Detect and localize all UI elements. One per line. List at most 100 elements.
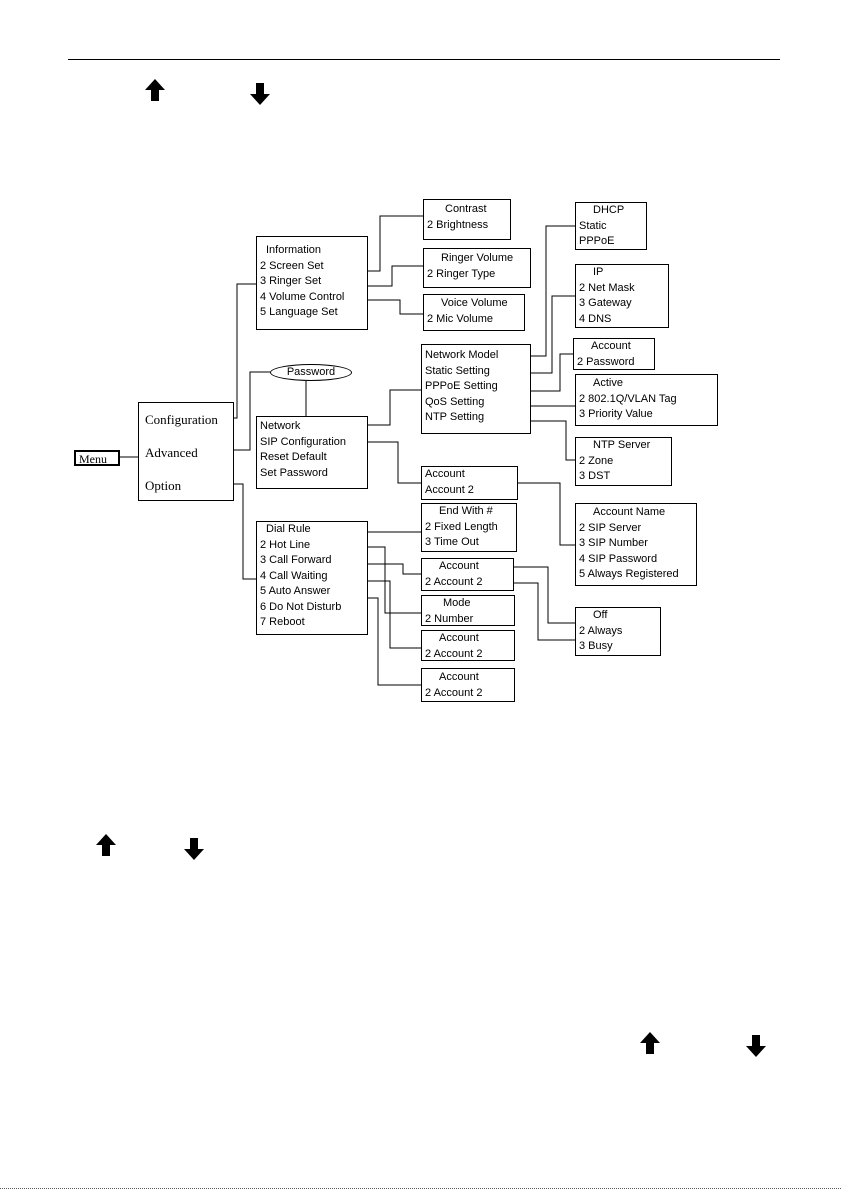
network-item-4: QoS Setting — [425, 395, 485, 408]
sip-account-item-4: 4 SIP Password — [579, 552, 658, 565]
sip-account-item-1: Account Name — [593, 506, 666, 518]
level1-box: Configuration Advanced Option — [138, 402, 234, 501]
header-rule — [68, 59, 780, 60]
call-forward-box: Account 2 Account 2 — [421, 558, 514, 591]
option-item-1: Dial Rule — [266, 523, 311, 535]
config-item-2: 2 Screen Set — [260, 259, 324, 272]
advanced-item-4: Set Password — [260, 466, 328, 479]
ntp-setting-item-2: 2 Zone — [579, 454, 614, 467]
password-label: Password — [286, 366, 336, 378]
config-item-5: 5 Language Set — [260, 306, 338, 318]
network-model-item-2: Static — [579, 219, 607, 232]
password-oval: Password — [270, 364, 352, 381]
level1-advanced: Advanced — [145, 445, 198, 460]
dial-rule-item-3: 3 Time Out — [425, 536, 479, 548]
auto-answer-item-1: Account — [439, 671, 479, 683]
network-model-box: DHCP Static PPPoE — [575, 202, 647, 250]
ringer-set-item-2: 2 Ringer Type — [427, 267, 496, 280]
advanced-item-3: Reset Default — [260, 451, 327, 463]
pppoe-setting-item-2: 2 Password — [577, 355, 635, 368]
arrow-up-icon — [96, 834, 116, 856]
sip-account-box: Account Name 2 SIP Server 3 SIP Number 4… — [575, 503, 697, 586]
screen-set-item-2: 2 Brightness — [427, 218, 489, 231]
call-waiting-item-1: Account — [439, 632, 479, 644]
screen-set-item-1: Contrast — [445, 203, 487, 215]
ntp-setting-item-3: 3 DST — [579, 470, 611, 482]
level1-option: Option — [145, 478, 182, 493]
call-forward-item-1: Account — [439, 560, 479, 572]
auto-answer-box: Account 2 Account 2 — [421, 668, 515, 702]
dial-rule-item-2: 2 Fixed Length — [425, 520, 498, 533]
static-setting-box: IP 2 Net Mask 3 Gateway 4 DNS — [575, 264, 669, 328]
forward-mode-box: Off 2 Always 3 Busy — [575, 607, 661, 656]
level1-configuration: Configuration — [145, 412, 218, 427]
sip-configuration-item-2: Account 2 — [425, 483, 474, 496]
static-setting-item-1: IP — [593, 266, 604, 278]
forward-mode-item-2: 2 Always — [579, 624, 623, 637]
pppoe-setting-box: Account 2 Password — [573, 338, 655, 370]
network-item-2: Static Setting — [425, 364, 490, 377]
option-box: Dial Rule 2 Hot Line 3 Call Forward 4 Ca… — [256, 521, 368, 635]
forward-mode-item-1: Off — [593, 609, 608, 621]
ntp-setting-box: NTP Server 2 Zone 3 DST — [575, 437, 672, 486]
sip-configuration-box: Account Account 2 — [421, 466, 518, 500]
ringer-set-item-1: Ringer Volume — [441, 252, 514, 264]
config-item-4: 4 Volume Control — [260, 290, 345, 303]
forward-mode-item-3: 3 Busy — [579, 640, 613, 652]
arrow-down-icon — [250, 83, 270, 105]
auto-answer-item-2: 2 Account 2 — [425, 686, 483, 699]
network-item-5: NTP Setting — [425, 411, 485, 423]
qos-setting-item-1: Active — [593, 377, 623, 389]
static-setting-item-4: 4 DNS — [579, 312, 612, 325]
network-model-item-1: DHCP — [593, 204, 625, 216]
dial-rule-box: End With # 2 Fixed Length 3 Time Out — [421, 503, 517, 552]
static-setting-item-3: 3 Gateway — [579, 297, 632, 309]
hot-line-item-2: 2 Number — [425, 612, 474, 625]
advanced-item-1: Network — [260, 420, 301, 432]
call-waiting-item-2: 2 Account 2 — [425, 647, 483, 660]
network-box: Network Model Static Setting PPPoE Setti… — [421, 344, 531, 434]
sip-configuration-item-1: Account — [425, 468, 465, 480]
menu-root-label: Menu — [79, 452, 107, 466]
sip-account-item-2: 2 SIP Server — [579, 521, 642, 534]
arrow-down-icon — [746, 1035, 766, 1057]
configuration-box: Information 2 Screen Set 3 Ringer Set 4 … — [256, 236, 368, 330]
menu-root-box: Menu — [74, 450, 120, 466]
option-item-7: 7 Reboot — [260, 616, 305, 628]
advanced-box: Network SIP Configuration Reset Default … — [256, 416, 368, 489]
option-item-2: 2 Hot Line — [260, 538, 311, 551]
option-item-5: 5 Auto Answer — [260, 585, 331, 597]
config-item-3: 3 Ringer Set — [260, 275, 322, 287]
option-item-6: 6 Do Not Disturb — [260, 600, 342, 613]
hot-line-box: Mode 2 Number — [421, 595, 515, 626]
call-forward-item-2: 2 Account 2 — [425, 575, 483, 588]
ringer-set-box: Ringer Volume 2 Ringer Type — [423, 248, 531, 288]
pppoe-setting-item-1: Account — [591, 340, 631, 352]
ntp-setting-item-1: NTP Server — [593, 439, 651, 451]
qos-setting-item-2: 2 802.1Q/VLAN Tag — [579, 392, 677, 405]
network-item-3: PPPoE Setting — [425, 380, 498, 392]
network-model-item-3: PPPoE — [579, 235, 615, 247]
volume-control-box: Voice Volume 2 Mic Volume — [423, 294, 525, 331]
qos-setting-box: Active 2 802.1Q/VLAN Tag 3 Priority Valu… — [575, 374, 718, 426]
screen-set-box: Contrast 2 Brightness — [423, 199, 511, 240]
network-item-1: Network Model — [425, 349, 499, 361]
option-item-3: 3 Call Forward — [260, 554, 332, 566]
volume-control-item-1: Voice Volume — [441, 297, 508, 309]
arrow-down-icon — [184, 838, 204, 860]
call-waiting-box: Account 2 Account 2 — [421, 630, 515, 661]
config-item-1: Information — [266, 244, 322, 256]
arrow-up-icon — [145, 79, 165, 101]
volume-control-item-2: 2 Mic Volume — [427, 312, 494, 325]
arrow-up-icon — [640, 1032, 660, 1054]
footer-rule — [0, 1188, 841, 1189]
sip-account-item-3: 3 SIP Number — [579, 537, 648, 549]
hot-line-item-1: Mode — [443, 597, 471, 609]
option-item-4: 4 Call Waiting — [260, 569, 328, 582]
sip-account-item-5: 5 Always Registered — [579, 568, 679, 580]
dial-rule-item-1: End With # — [439, 505, 493, 517]
qos-setting-item-3: 3 Priority Value — [579, 408, 653, 420]
advanced-item-2: SIP Configuration — [260, 435, 347, 448]
static-setting-item-2: 2 Net Mask — [579, 281, 635, 294]
